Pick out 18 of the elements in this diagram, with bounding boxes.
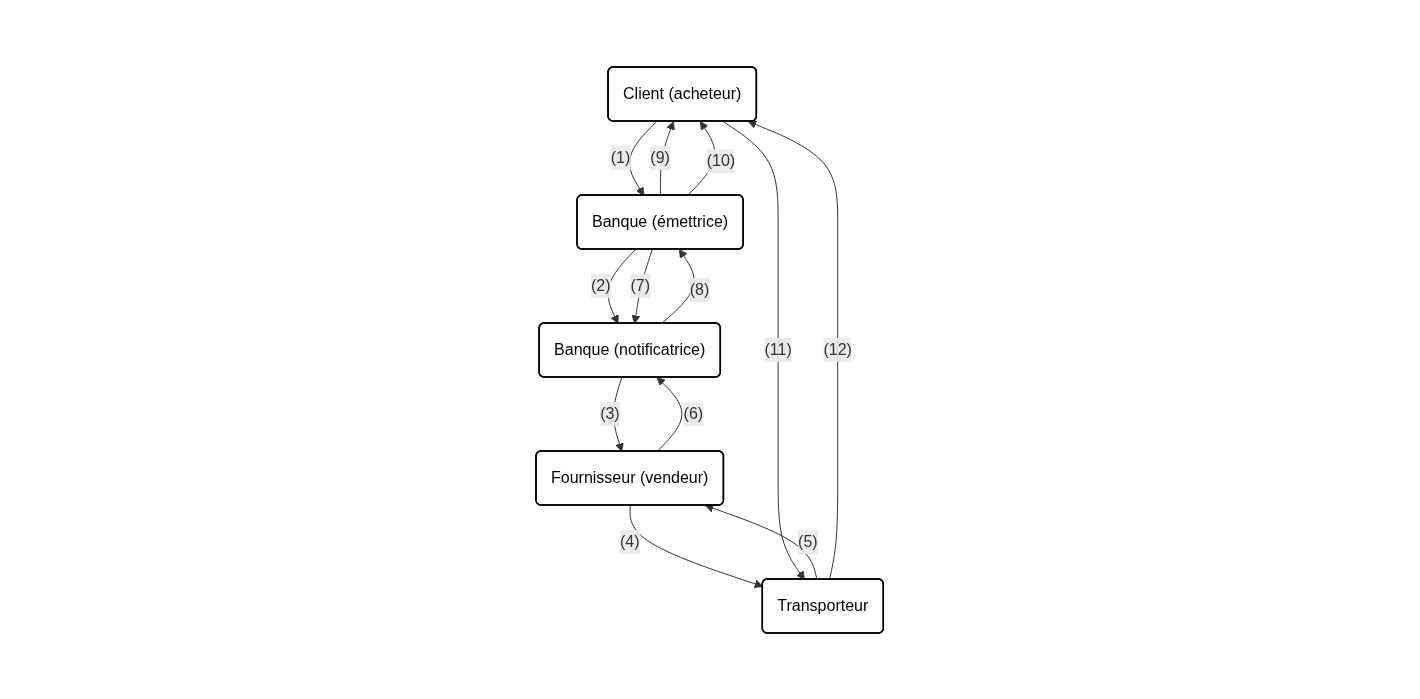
edge-label: (8) — [690, 280, 710, 298]
edge-label: (9) — [650, 148, 671, 166]
arrow — [705, 503, 818, 580]
edge-label: (7) — [630, 276, 651, 294]
edge-label: (5) — [798, 532, 819, 550]
edge-label: (6) — [683, 404, 704, 422]
edge-label: (1) — [611, 148, 631, 166]
arrow — [723, 120, 806, 580]
edge-label: (12) — [823, 340, 853, 358]
edge-label: (4) — [620, 532, 640, 550]
arrow — [657, 376, 683, 452]
arrow — [748, 119, 839, 580]
arrow — [661, 248, 695, 324]
edge-label: (11) — [764, 340, 793, 358]
edge-label: (2) — [591, 276, 611, 294]
edge-label: (3) — [600, 404, 621, 422]
edge-label: (10) — [707, 151, 736, 169]
arrow — [613, 376, 624, 452]
